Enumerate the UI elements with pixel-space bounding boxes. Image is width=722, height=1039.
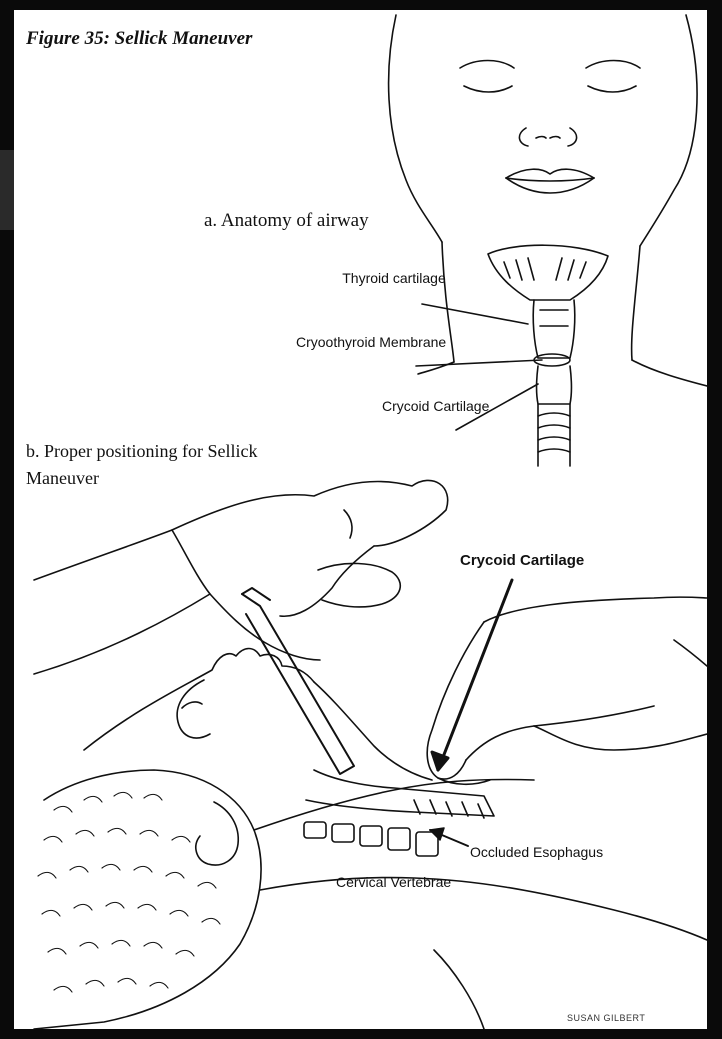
mouth bbox=[506, 169, 594, 193]
label-thyroid-cartilage: Thyroid cartilage bbox=[334, 268, 454, 288]
face-outline bbox=[389, 15, 707, 386]
hair-texture bbox=[38, 792, 220, 992]
panel-a-caption: a. Anatomy of airway bbox=[204, 210, 369, 232]
label-occluded-esophagus: Occluded Esophagus bbox=[470, 842, 570, 862]
patient-head bbox=[34, 649, 707, 1030]
panel-b-caption: b. Proper positioning for Sellick Maneuv… bbox=[26, 438, 266, 492]
label-cricothyroid-membrane: Cryoothyroid Membrane bbox=[296, 332, 416, 352]
figure-title: Figure 35: Sellick Maneuver bbox=[26, 28, 252, 50]
eyes bbox=[460, 61, 640, 93]
label-cricoid-cartilage-a: Crycoid Cartilage bbox=[382, 396, 482, 416]
gloved-hand-top bbox=[34, 480, 448, 674]
trachea-section bbox=[306, 770, 494, 818]
figure-panel: Figure 35: Sellick Maneuver a. Anatomy o… bbox=[14, 10, 707, 1029]
label-cricoid-cartilage-b: Crycoid Cartilage bbox=[460, 552, 584, 569]
cervical-vertebrae bbox=[304, 822, 438, 856]
left-edge-tab bbox=[0, 150, 14, 230]
larynx bbox=[488, 245, 608, 466]
leader-lines-b bbox=[430, 580, 512, 846]
laryngoscope bbox=[242, 588, 354, 774]
artist-credit: SUSAN GILBERT bbox=[567, 1013, 645, 1023]
label-cervical-vertebrae: Cervical Vertebrae bbox=[336, 872, 436, 892]
nose bbox=[519, 128, 576, 146]
